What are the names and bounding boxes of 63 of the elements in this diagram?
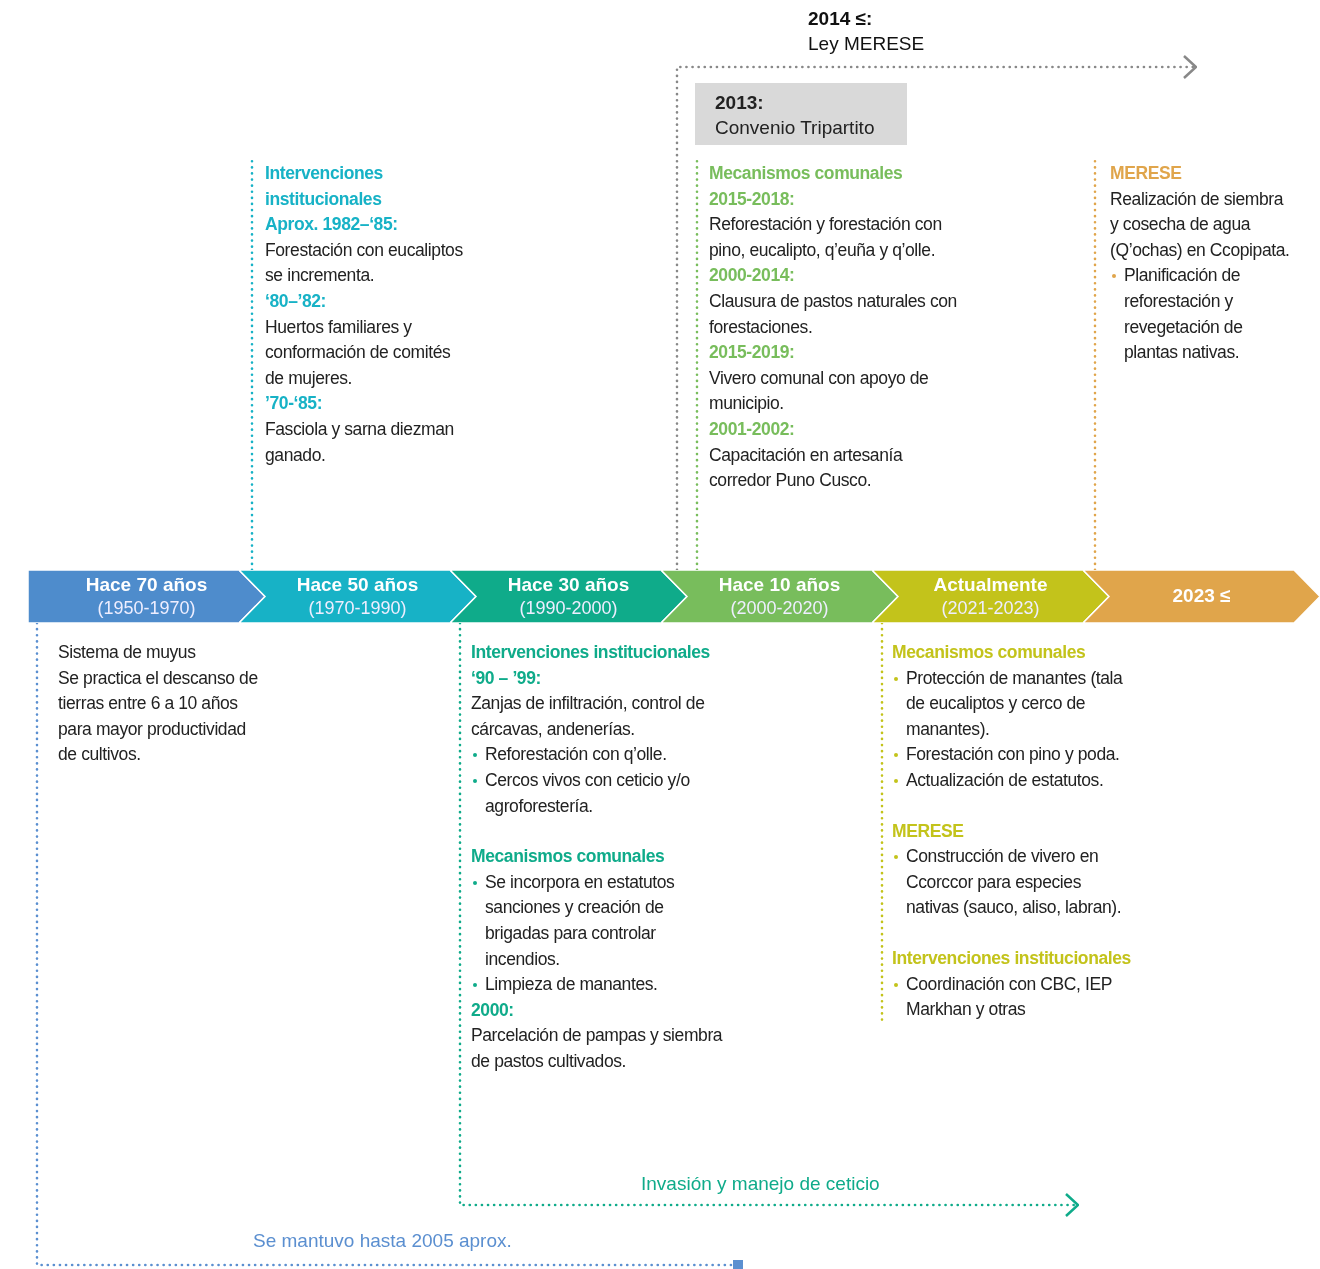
bullet-item: Coordinación con CBC, IEP Markhan y otras xyxy=(892,971,1132,1023)
period-segment xyxy=(1083,570,1320,623)
date-range: (2021-2023) xyxy=(940,597,1041,619)
leader-line xyxy=(695,159,699,572)
body-text: Vivero comunal con apoyo de municipio. xyxy=(709,366,930,416)
body-text: Se practica el descanso de tierras entre 6 a 10 años para mayor productividad de cultivos. xyxy=(58,666,258,767)
period-label: Actualmente xyxy=(932,574,1049,596)
period-segment xyxy=(872,570,1109,623)
body-text: Realización de siembra y cosecha de agua (Q’ochas) en Ccopipata. xyxy=(1110,187,1291,262)
body-text: Parcelación de pampas y siembra de pastos cultivados. xyxy=(471,1024,724,1073)
bullet-item: Planificación de reforestación y revegetación de plantas nativas. xyxy=(1110,263,1295,366)
bullet-item: Limpieza de manantes. xyxy=(471,972,731,998)
section-heading: Mecanismos comunales xyxy=(892,641,1087,664)
section-heading: MERESE xyxy=(1110,162,1183,185)
date-heading: 2015-2019: xyxy=(709,341,796,365)
date-heading: ’70-‘85: xyxy=(265,392,324,416)
body-text: Capacitación en artesanía corredor Puno Cusco. xyxy=(709,443,904,493)
date-heading: ‘80–’82: xyxy=(265,289,327,313)
period-segment xyxy=(661,570,898,623)
date-range: (1970-1990) xyxy=(307,597,408,619)
bullet-item: Se incorpora en estatutos sanciones y creación de brigadas para controlar incendios. xyxy=(471,869,731,973)
date-heading: 2000-2014: xyxy=(709,264,796,288)
date-range: (1990-2000) xyxy=(518,597,619,619)
section-heading: Intervenciones institucionales xyxy=(265,162,384,211)
date-range: (1950-1970) xyxy=(96,597,197,619)
section-heading: MERESE xyxy=(892,819,965,843)
date-heading: 2015-2018: xyxy=(709,187,796,211)
body-text: Zanjas de infiltración, control de cárcavas, andenerías. xyxy=(471,692,706,741)
period-segment xyxy=(239,570,476,623)
bullet-item: Protección de manantes (tala de eucaliptos y cerco de manantes). xyxy=(892,665,1132,743)
period-label: Hace 30 años xyxy=(506,574,631,596)
section-heading: Intervenciones institucionales xyxy=(471,641,711,664)
body-text: Sistema de muyus xyxy=(58,641,197,664)
period-label: 2023 ≤ xyxy=(1171,585,1232,607)
period-label: Hace 10 años xyxy=(717,574,842,596)
body-text: Forestación con eucaliptos se incrementa. xyxy=(265,238,464,288)
period-segment xyxy=(28,570,265,623)
period-segment xyxy=(450,570,687,623)
period-label: Hace 50 años xyxy=(295,574,420,596)
period-label: Hace 70 años xyxy=(84,574,209,596)
date-heading: ‘90 – ’99: xyxy=(471,666,542,690)
section-heading: Intervenciones institucionales xyxy=(892,946,1132,970)
bullet-item: Forestación con pino y poda. xyxy=(892,742,1132,768)
leader-line xyxy=(1093,159,1097,572)
section-heading: Mecanismos comunales xyxy=(709,162,904,185)
note-box xyxy=(695,83,907,145)
body-text: Clausura de pastos naturales con forestaciones. xyxy=(709,289,958,339)
body-text: Reforestación y forestación con pino, eucalipto, q’euña y q’olle. xyxy=(709,213,943,262)
date-heading: 2013: xyxy=(715,91,764,115)
date-heading: Aprox. 1982–‘85: xyxy=(265,213,399,237)
bullet-item: Cercos vivos con ceticio y/o agroforestería. xyxy=(471,767,731,820)
date-heading: 2001-2002: xyxy=(709,417,796,441)
body-text: Convenio Tripartito xyxy=(715,116,875,140)
body-text: Huertos familiares y conformación de comités de mujeres. xyxy=(265,315,452,390)
body-text: Fasciola y sarna diezman ganado. xyxy=(265,417,455,467)
bullet-item: Reforestación con q’olle. xyxy=(471,742,731,768)
date-heading: 2000: xyxy=(471,998,515,1022)
bullet-item: Construcción de vivero en Ccorccor para especies nativas (sauco, aliso, labran). xyxy=(892,844,1132,921)
bullet-item: Actualización de estatutos. xyxy=(892,767,1132,794)
leader-line xyxy=(250,159,254,572)
timeline-arrow xyxy=(675,54,1198,572)
date-range: (2000-2020) xyxy=(729,597,830,619)
section-heading: Mecanismos comunales xyxy=(471,845,666,869)
